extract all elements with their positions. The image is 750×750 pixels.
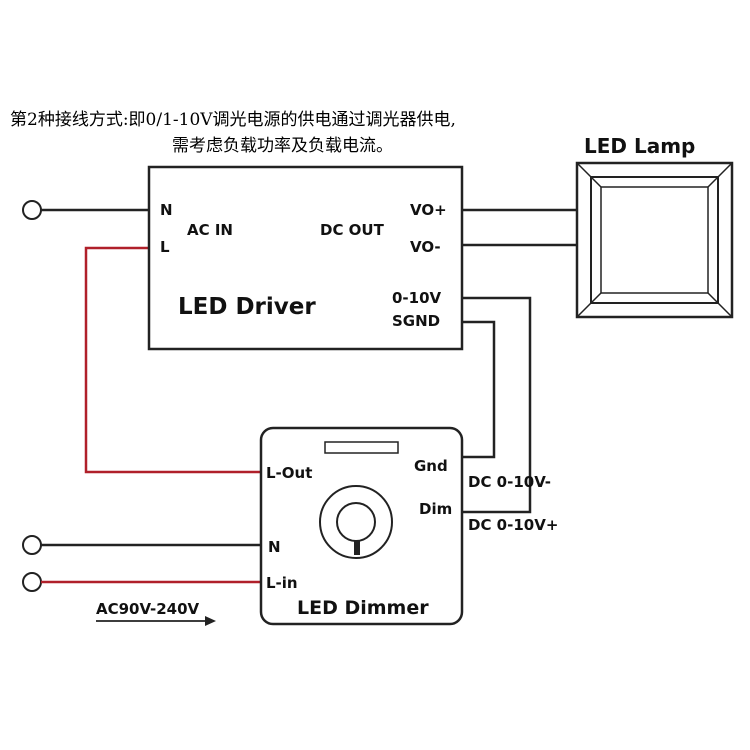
- wire-driver-l-red: [84, 246, 262, 474]
- driver-n-label: N: [160, 201, 173, 219]
- dimmer-l-out-label: L-Out: [266, 464, 312, 482]
- wire-sgnd-signal: [462, 320, 496, 459]
- led-driver: N L AC IN DC OUT VO+ VO- 0-10V SGND LED …: [147, 165, 464, 351]
- caption-line-1: 第2种接线方式:即0/1-10V调光电源的供电通过调光器供电,: [10, 110, 456, 130]
- dimmer-n-label: N: [268, 538, 281, 556]
- driver-ac-in-label: AC IN: [187, 221, 233, 239]
- signal-plus-label: DC 0-10V+: [468, 516, 558, 534]
- dimmer-knob-marker: [354, 541, 360, 555]
- dimmer-l-in-label: L-in: [266, 574, 298, 592]
- led-lamp: LED Lamp: [575, 134, 734, 319]
- signal-minus-label: DC 0-10V-: [468, 473, 551, 491]
- driver-dim-label: 0-10V: [392, 289, 442, 307]
- led-dimmer: L-Out N L-in Gnd Dim LED Dimmer: [259, 426, 464, 626]
- dimmer-display-slot: [324, 441, 399, 454]
- driver-vo-minus-label: VO-: [410, 238, 441, 256]
- driver-sgnd-label: SGND: [392, 312, 440, 330]
- wire-dim-signal: [462, 296, 532, 514]
- caption-line-2: 需考虑负载功率及负载电流。: [172, 136, 393, 156]
- terminal-dimmer-n: [22, 535, 42, 555]
- supply-arrow-icon: [96, 616, 216, 626]
- dimmer-title: LED Dimmer: [297, 597, 429, 619]
- driver-dc-out-label: DC OUT: [320, 221, 385, 239]
- driver-vo-plus-label: VO+: [410, 201, 447, 219]
- dimmer-gnd-label: Gnd: [414, 457, 448, 475]
- terminal-driver-n: [22, 200, 42, 220]
- dimmer-knob-inner: [336, 502, 376, 542]
- terminal-dimmer-l-in: [22, 572, 42, 592]
- supply-label: AC90V-240V: [96, 600, 200, 618]
- dimmer-dim-label: Dim: [419, 500, 452, 518]
- driver-title: LED Driver: [178, 294, 316, 320]
- lamp-title: LED Lamp: [584, 134, 695, 158]
- driver-l-label: L: [160, 238, 170, 256]
